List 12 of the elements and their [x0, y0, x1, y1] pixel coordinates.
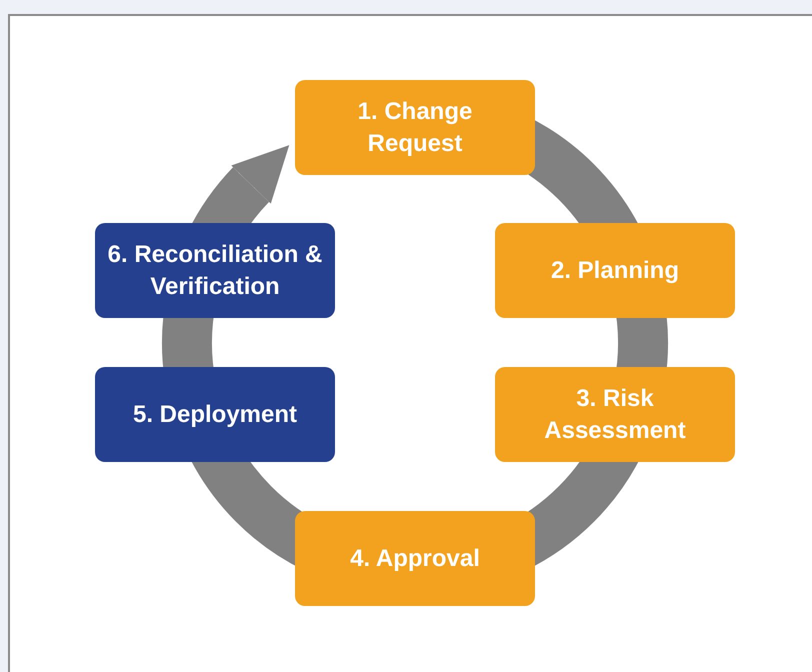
step-label: 1. Change Request [356, 96, 474, 158]
step-box [95, 367, 335, 462]
step-label: 6. Reconciliation & Verification [106, 240, 324, 302]
step-label: 3. Risk Assessment [543, 384, 687, 446]
step-box [295, 80, 535, 175]
step-box [495, 367, 735, 462]
step-label: 4. Approval [349, 544, 481, 574]
step-box [495, 223, 735, 318]
step-label: 5. Deployment [132, 400, 298, 430]
step-label: 2. Planning [550, 256, 680, 286]
step-box [295, 511, 535, 606]
step-box [95, 223, 335, 318]
